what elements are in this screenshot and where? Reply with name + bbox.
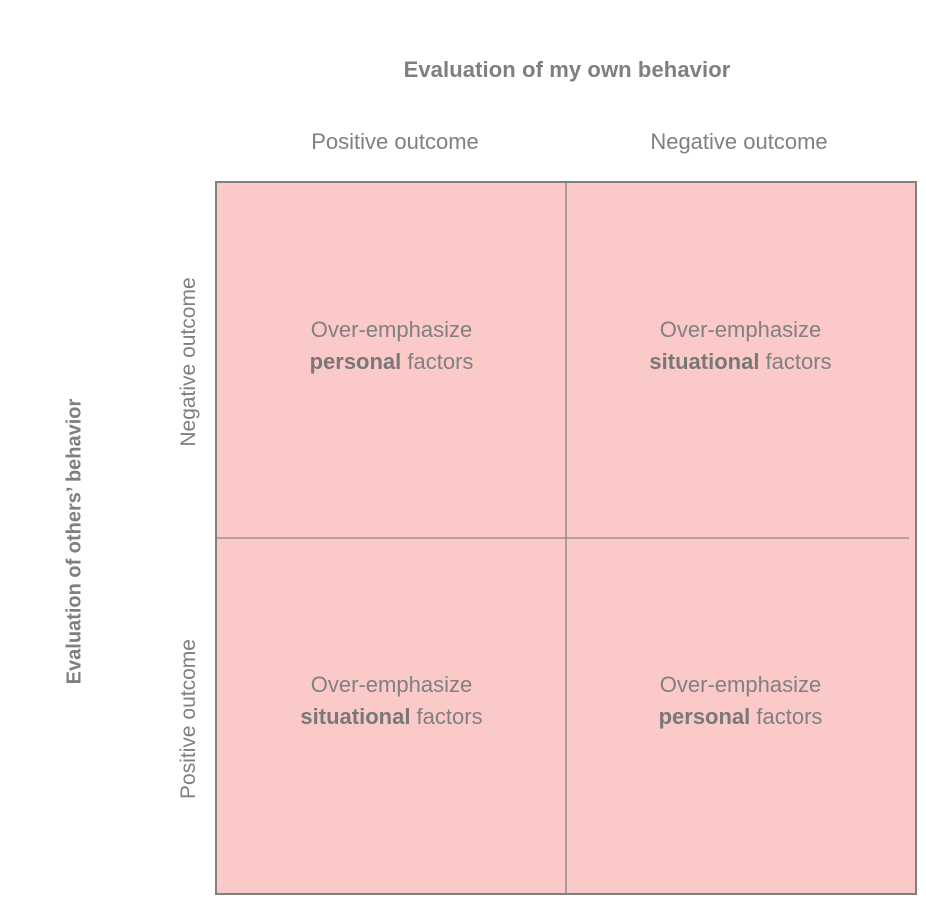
horizontal-divider-line [217,537,910,539]
quadrant-line-1: Over-emphasize [310,671,473,697]
quadrant-text: Over-emphasize personal factors [310,314,474,408]
column-header-positive-outcome: Positive outcome [311,129,479,154]
quadrant-emphasis: personal [658,703,751,729]
column-axis-title: Evaluation of my own behavior [403,57,731,82]
quadrant-text: Over-emphasize personal factors [659,669,823,763]
row-header-negative-outcome: Negative outcome [177,277,200,447]
row-header-positive-outcome: Positive outcome [177,639,200,799]
quadrant-cell-bottom-left[interactable]: Over-emphasize situational factors [217,538,566,893]
quadrant-emphasis: situational [300,703,411,729]
quadrant-line-2-suffix: factors [750,703,823,729]
quadrant-cell-bottom-right[interactable]: Over-emphasize personal factors [566,538,915,893]
quadrant-text: Over-emphasize situational factors [649,314,831,408]
quadrant-line-1: Over-emphasize [659,316,822,342]
quadrant-text: Over-emphasize situational factors [300,669,482,763]
quadrant-line-2-suffix: factors [410,703,483,729]
quadrant-emphasis: personal [309,348,402,374]
quadrant-line-1: Over-emphasize [310,316,473,342]
quadrant-cell-top-left[interactable]: Over-emphasize personal factors [217,183,566,538]
row-axis-title: Evaluation of others’ behavior [63,398,86,685]
quadrant-emphasis: situational [649,348,760,374]
column-header-negative-outcome: Negative outcome [650,129,828,154]
quadrant-cell-top-right[interactable]: Over-emphasize situational factors [566,183,915,538]
quadrant-line-1: Over-emphasize [659,671,822,697]
quadrant-matrix: Over-emphasize personal factors Over-emp… [215,181,917,895]
quadrant-line-2-suffix: factors [401,348,474,374]
quadrant-line-2-suffix: factors [759,348,832,374]
